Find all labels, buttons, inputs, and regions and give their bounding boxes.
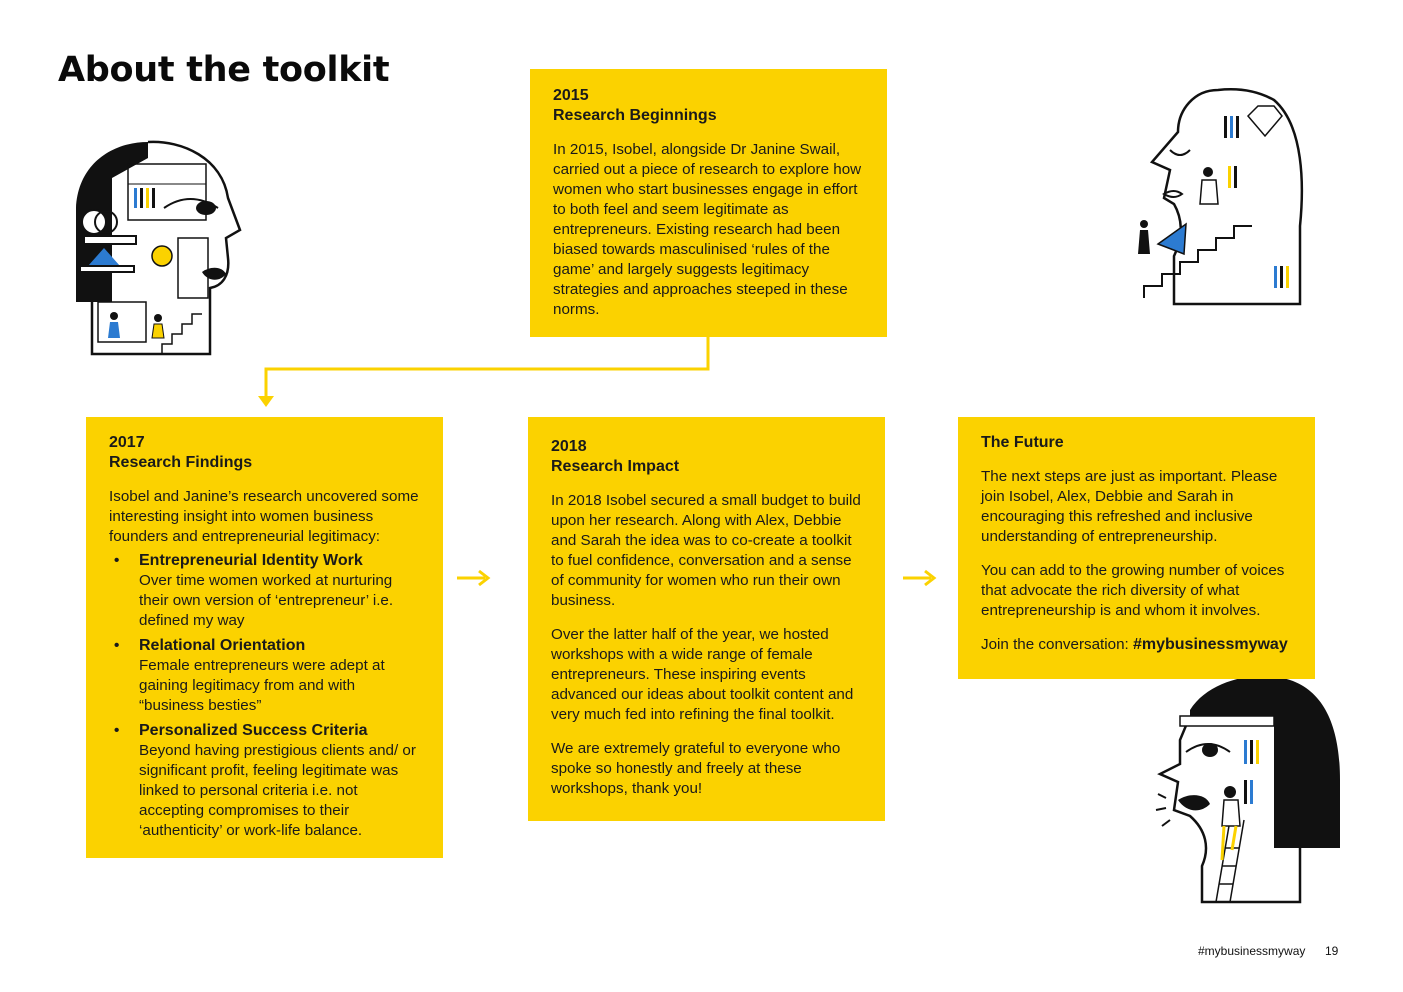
list-item: Personalized Success Criteria Beyond hav… [109,721,423,841]
card-paragraph: Over the latter half of the year, we hos… [551,626,854,723]
hair-shape [1190,675,1340,848]
finding-text: Beyond having prestigious clients and/ o… [139,742,416,839]
head-shapes-illustration [76,140,242,356]
card-paragraph: We are extremely grateful to everyone wh… [551,740,841,797]
findings-list: Entrepreneurial Identity Work Over time … [109,551,423,841]
ladder-icon [1215,819,1245,903]
arrow-right-icon [903,569,937,587]
timeline-card-2015: 2015 Research Beginnings In 2015, Isobel… [530,69,887,337]
card-year: 2018 [551,438,587,455]
arrow-down-icon [258,396,274,407]
list-item: Relational Orientation Female entreprene… [109,636,423,716]
card-paragraph: The next steps are just as important. Pl… [981,468,1278,545]
page-title: About the toolkit [58,50,390,90]
timeline-card-future: The Future The next steps are just as im… [958,417,1315,679]
arrow-up-icon [1156,222,1187,256]
card-year: 2015 [553,87,589,104]
card-paragraph: In 2018 Isobel secured a small budget to… [551,492,861,609]
page-number: 19 [1325,944,1339,958]
person-icon [1203,167,1213,177]
card-heading: Research Beginnings [553,107,717,124]
diamond-icon [1246,105,1283,138]
card-body: In 2015, Isobel, alongside Dr Janine Swa… [553,141,862,318]
head-ladder-illustration [1155,675,1340,904]
finding-title: Relational Orientation [139,637,306,654]
mouth-icon [202,267,226,280]
card-heading: The Future [981,434,1064,451]
timeline-connector [258,336,710,407]
head-stairs-illustration [1138,88,1304,306]
card-year: 2017 [109,434,145,451]
bookshelf-icon [1224,116,1289,288]
face-outline [1157,715,1302,904]
list-item: Entrepreneurial Identity Work Over time … [109,551,423,631]
footer-hashtag: #mybusinessmyway [1198,944,1306,958]
stairs-icon [1143,225,1252,298]
face-outline [1149,88,1304,306]
finding-title: Entrepreneurial Identity Work [139,552,363,569]
card-paragraph: You can add to the growing number of voi… [981,562,1285,619]
bookshelf-icon [1244,740,1259,804]
timeline-card-2018: 2018 Research Impact In 2018 Isobel secu… [528,417,885,821]
face-outline [90,140,242,356]
stairs-icon [161,313,202,354]
arrow-right-icon [457,569,491,587]
finding-text: Female entrepreneurs were adept at gaini… [139,657,385,714]
finding-text: Over time women worked at nurturing thei… [139,572,394,629]
closed-eye-icon [1169,149,1191,156]
card-heading: Research Impact [551,458,680,475]
person-icon [1224,786,1236,798]
person-icon [110,312,118,320]
hashtag-link[interactable]: #mybusinessmyway [1132,636,1288,653]
card-intro: Isobel and Janine’s research uncovered s… [109,488,419,545]
join-prefix: Join the conversation: [981,636,1133,653]
mouth-icon [1162,190,1184,198]
join-conversation: Join the conversation: #mybusinessmyway [981,635,1297,655]
finding-title: Personalized Success Criteria [139,722,368,739]
bookshelf-icon [134,188,155,208]
card-heading: Research Findings [109,454,253,471]
timeline-card-2017: 2017 Research Findings Isobel and Janine… [86,417,443,858]
mouth-icon [1178,795,1210,811]
triangle-shape-icon [88,248,120,266]
